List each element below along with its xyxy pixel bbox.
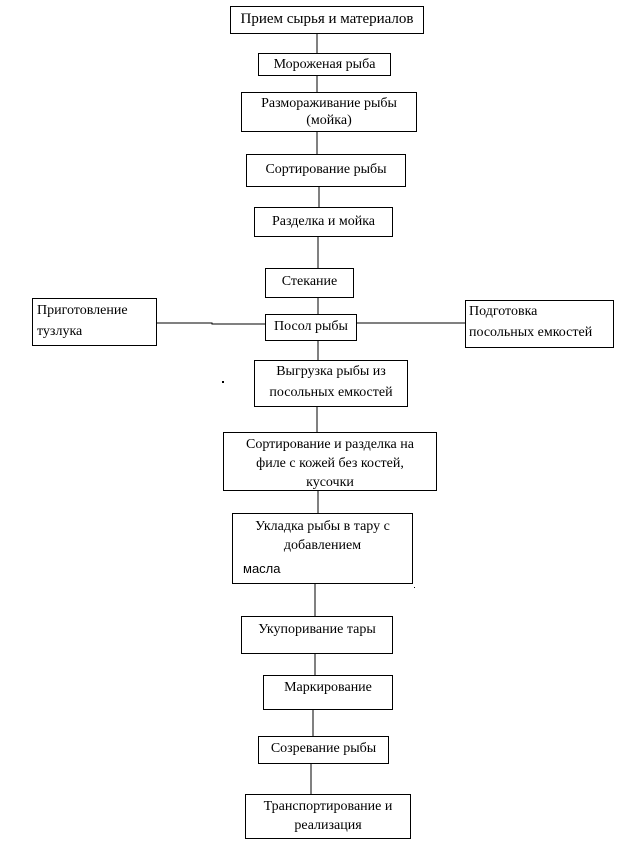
side-emkosti-line1: Подготовка bbox=[469, 304, 538, 319]
step-sortirovanie-2-line2: филе с кожей без костей, bbox=[256, 456, 404, 471]
step-sortirovanie-1-label: Сортирование рыбы bbox=[265, 162, 387, 177]
step-vygruzka-line1: Выгрузка рыбы из bbox=[276, 364, 386, 379]
step-ukladka-line1: Укладка рыбы в тару с bbox=[255, 519, 390, 534]
step-posol: Посол рыбы bbox=[265, 314, 357, 341]
step-ukladka-line2: добавлением bbox=[283, 538, 362, 553]
side-tuzluk-line1: Приготовление bbox=[37, 303, 128, 318]
step-transportirovanie-line2: реализация bbox=[294, 818, 362, 833]
step-ukuporivanie: Укупоривание тары bbox=[241, 616, 393, 654]
step-stekanie: Стекание bbox=[265, 268, 354, 298]
step-stekanie-label: Стекание bbox=[281, 274, 338, 289]
step-ukuporivanie-label: Укупоривание тары bbox=[258, 622, 376, 637]
step-morozhenaya-ryba-label: Мороженая рыба bbox=[273, 57, 376, 72]
step-morozhenaya-ryba: Мороженая рыба bbox=[258, 53, 391, 76]
step-sortirovanie-1: Сортирование рыбы bbox=[246, 154, 406, 187]
step-vygruzka: Выгрузка рыбы из посольных емкостей bbox=[254, 360, 408, 407]
stray-mark-2 bbox=[414, 587, 415, 588]
step-ukladka: Укладка рыбы в тару с добавлением масла bbox=[232, 513, 413, 584]
step-razmorazhivanie-line2: (мойка) bbox=[306, 113, 352, 128]
side-tuzluk-line2: тузлука bbox=[37, 324, 83, 339]
step-priem: Прием сырья и материалов bbox=[230, 6, 424, 34]
connector-tuzluk bbox=[157, 322, 265, 325]
side-tuzluk: Приготовление тузлука bbox=[32, 298, 157, 346]
side-emkosti: Подготовка посольных емкостей bbox=[465, 300, 614, 348]
step-sortirovanie-2-line3: кусочки bbox=[306, 475, 354, 490]
step-vygruzka-line2: посольных емкостей bbox=[269, 385, 393, 400]
step-ukladka-line3: масла bbox=[243, 561, 281, 576]
step-transportirovanie-line1: Транспортирование и bbox=[263, 799, 393, 814]
step-razdelka: Разделка и мойка bbox=[254, 207, 393, 237]
step-sozrevanie-label: Созревание рыбы bbox=[270, 741, 377, 756]
step-sozrevanie: Созревание рыбы bbox=[258, 736, 389, 764]
step-sortirovanie-2-line1: Сортирование и разделка на bbox=[246, 437, 414, 452]
step-posol-label: Посол рыбы bbox=[274, 319, 348, 334]
side-emkosti-line2: посольных емкостей bbox=[469, 325, 593, 340]
step-markirovanie-label: Маркирование bbox=[284, 680, 372, 695]
step-markirovanie: Маркирование bbox=[263, 675, 393, 710]
step-razdelka-label: Разделка и мойка bbox=[271, 214, 376, 229]
step-razmorazhivanie: Размораживание рыбы (мойка) bbox=[241, 92, 417, 132]
stray-mark bbox=[222, 381, 224, 383]
step-razmorazhivanie-line1: Размораживание рыбы bbox=[261, 96, 397, 111]
step-priem-label: Прием сырья и материалов bbox=[240, 11, 414, 27]
step-sortirovanie-2: Сортирование и разделка на филе с кожей … bbox=[223, 432, 437, 491]
step-transportirovanie: Транспортирование и реализация bbox=[245, 794, 411, 839]
